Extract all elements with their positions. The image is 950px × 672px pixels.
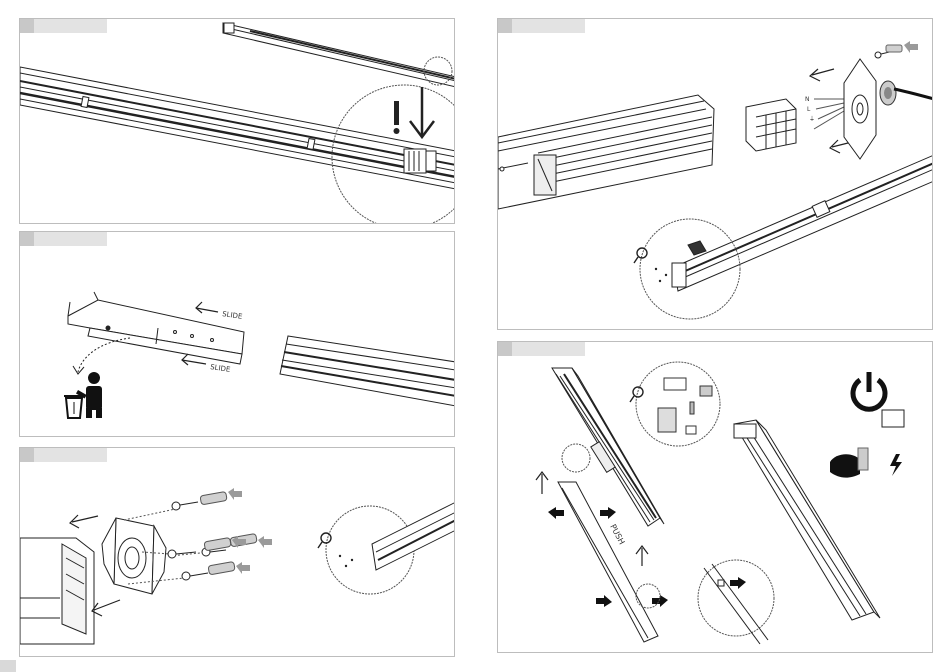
push-arrow-detail	[730, 577, 746, 589]
push-label: PUSH	[608, 523, 626, 546]
detail-circle	[698, 560, 774, 636]
sparkle-marks	[339, 555, 353, 567]
sparkle-marks	[655, 268, 667, 282]
panel-1-drawing	[20, 19, 455, 224]
connector-block-icon	[746, 99, 796, 151]
grey-push-arrow	[904, 41, 918, 53]
connector-detail	[658, 378, 712, 434]
wire-letter-l: L	[807, 106, 811, 113]
wires	[814, 99, 844, 129]
main-rail	[20, 67, 455, 189]
step-panel-1	[19, 18, 455, 224]
lightning-icon	[890, 454, 902, 476]
hand-icon	[830, 448, 868, 478]
panel-4-drawing: N L ⏚	[498, 19, 933, 330]
cover-strip	[223, 23, 455, 87]
rail-lower	[674, 155, 933, 291]
step-panel-2: SLIDE SLIDE	[19, 231, 455, 437]
throw-arrow	[78, 338, 130, 372]
panel-5-drawing: PUSH	[498, 342, 933, 653]
trash-person-icon	[64, 372, 102, 418]
housing-end	[20, 538, 94, 644]
mount-plate	[102, 518, 166, 594]
mount-plate	[844, 59, 876, 159]
cable-gland-icon	[880, 81, 933, 105]
detail-circle-small	[562, 444, 590, 472]
anchor-plug-icon	[200, 491, 257, 574]
page-corner-marker	[0, 660, 16, 672]
panel-3-drawing	[20, 448, 455, 657]
slide-label-top: SLIDE	[222, 310, 243, 321]
wire-letter-n: N	[805, 96, 810, 103]
wire-letter-earth: ⏚	[809, 116, 815, 123]
screw-icon	[875, 45, 902, 58]
connector-detail-circle	[636, 362, 720, 446]
power-icon	[853, 372, 885, 409]
switch-box	[882, 410, 904, 427]
rail-segment	[280, 336, 455, 406]
step-panel-3	[19, 447, 455, 657]
slide-label-bottom: SLIDE	[210, 363, 231, 374]
housing-module	[498, 95, 714, 209]
panel-2-drawing: SLIDE SLIDE	[20, 232, 455, 437]
detail-circle-small-2	[636, 584, 660, 608]
step-panel-4: N L ⏚	[497, 18, 933, 330]
step-panel-5: PUSH	[497, 341, 933, 653]
grey-push-arrows	[228, 488, 272, 574]
warning-exclamation-icon	[394, 101, 400, 134]
clip-detail	[404, 149, 436, 173]
down-arrow-icon	[410, 87, 434, 137]
housing-detail	[704, 564, 768, 644]
end-bracket	[68, 292, 244, 364]
rail-end-detail	[372, 502, 455, 570]
